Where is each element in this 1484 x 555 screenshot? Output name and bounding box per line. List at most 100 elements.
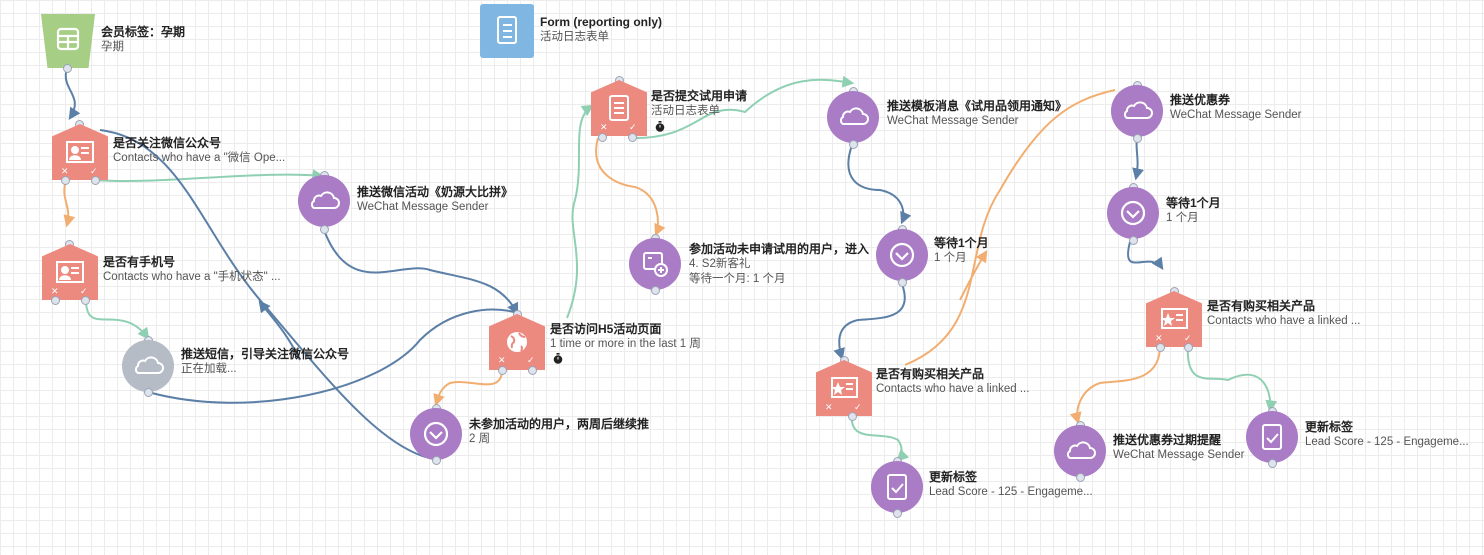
yes-port[interactable]: [528, 366, 537, 375]
node-subtitle: 2 周: [469, 433, 491, 445]
no-port[interactable]: [1156, 343, 1165, 352]
output-port[interactable]: [898, 278, 907, 287]
edge-member-to-follow: [64, 67, 81, 121]
form-icon: ✕ ✓: [591, 80, 647, 136]
node-label: 是否提交试用申请 活动日志表单: [651, 89, 747, 119]
checklist-icon: [871, 461, 923, 513]
svg-text:✓: ✓: [527, 356, 535, 366]
output-port[interactable]: [849, 140, 858, 149]
svg-text:✕: ✕: [498, 356, 506, 366]
svg-text:✓: ✓: [629, 123, 637, 133]
edge-phone-yes-to-sms: [84, 297, 150, 340]
no-port[interactable]: [848, 412, 857, 421]
flow-add-icon: [629, 238, 681, 290]
yes-port[interactable]: [628, 133, 637, 142]
node-label: 等待1个月 1 个月: [934, 236, 989, 266]
no-port[interactable]: [598, 133, 607, 142]
edge-follow-to-wait2w: [99, 129, 435, 460]
output-port[interactable]: [1129, 236, 1138, 245]
node-label: 等待1个月 1 个月: [1166, 196, 1221, 226]
node-subtitle: WeChat Message Sender: [1170, 109, 1302, 121]
node-title: 会员标签：孕期: [101, 25, 186, 39]
no-port[interactable]: [61, 176, 70, 185]
node-label: 推送短信，引导关注微信公众号 正在加载...: [181, 347, 349, 377]
cloud-icon: [827, 91, 879, 143]
node-subtitle: Contacts who have a linked ...: [876, 383, 1030, 395]
node-subtitle: Lead Score - 125 - Engageme...: [929, 486, 1093, 498]
edge-wait1m-to-bought: [833, 283, 906, 361]
output-port[interactable]: [893, 509, 902, 518]
output-port[interactable]: [432, 456, 441, 465]
globe-icon: ✕ ✓: [489, 314, 545, 370]
node-subtitle: Contacts who have a "微信 Ope...: [113, 152, 286, 164]
node-label: 推送优惠券过期提醒 WeChat Message Sender: [1113, 433, 1244, 463]
node-subtitle: Contacts who have a linked ...: [1207, 315, 1361, 327]
database-icon: [41, 14, 95, 68]
node-label: 会员标签：孕期 孕期: [101, 25, 185, 55]
edge-wait1m-to-bought-b: [1127, 241, 1164, 270]
no-mark: ✕: [61, 166, 69, 176]
cloud-icon: [1111, 85, 1163, 137]
yes-mark: ✓: [90, 166, 98, 176]
edge-h5-yes-to-trial: [566, 104, 595, 319]
output-port[interactable]: [1076, 473, 1085, 482]
node-subtitle: 4. S2新客礼: [689, 258, 751, 270]
node-title: 更新标签: [1305, 420, 1354, 434]
node-subtitle: WeChat Message Sender: [357, 201, 489, 213]
node-title: 推送微信活动《奶源大比拼》: [357, 185, 514, 199]
node-title: 是否有手机号: [103, 255, 176, 269]
clock-icon: [1107, 187, 1159, 239]
output-port[interactable]: [63, 64, 72, 73]
edge-coupon-to-wait1m: [1132, 137, 1144, 181]
node-label: 推送优惠券 WeChat Message Sender: [1170, 93, 1301, 123]
node-subtitle: 活动日志表单: [651, 105, 720, 117]
svg-text:✕: ✕: [825, 403, 833, 413]
output-port[interactable]: [144, 388, 153, 397]
stopwatch-icon: [553, 353, 563, 364]
node-label: 是否有购买相关产品 Contacts who have a linked ...: [876, 367, 1029, 397]
node-title: 是否有购买相关产品: [876, 367, 985, 381]
node-subtitle: WeChat Message Sender: [887, 115, 1019, 127]
node-subtitle: Contacts who have a "手机状态" ...: [103, 271, 281, 283]
node-label: 推送微信活动《奶源大比拼》 WeChat Message Sender: [357, 185, 513, 215]
node-label: 推送模板消息《试用品领用通知》 WeChat Message Sender: [887, 99, 1067, 129]
cloud-icon: [1054, 425, 1106, 477]
form-icon: [480, 4, 534, 58]
node-title: 是否关注微信公众号: [113, 136, 222, 150]
node-title: 未参加活动的用户，两周后继续推: [469, 417, 650, 431]
output-port[interactable]: [1133, 134, 1142, 143]
cloud-icon: [122, 340, 174, 392]
node-label: 是否关注微信公众号 Contacts who have a "微信 Ope...: [113, 136, 285, 166]
edge-bought-no-arrow: [959, 249, 988, 301]
node-subtitle: WeChat Message Sender: [1113, 449, 1245, 461]
node-subtitle: 1 个月: [1166, 212, 1199, 224]
edge-template-to-wait1m: [847, 144, 912, 225]
yes-port[interactable]: [81, 296, 90, 305]
star-card-icon: ✕ ✓: [1146, 291, 1202, 347]
no-mark: ✕: [51, 286, 59, 296]
edge-wait2w-arrow: [258, 300, 301, 361]
node-label: 未参加活动的用户，两周后继续推 2 周: [469, 417, 649, 447]
output-port[interactable]: [320, 225, 329, 234]
output-port[interactable]: [1268, 459, 1277, 468]
node-label: 参加活动未申请试用的用户，进入 4. S2新客礼 等待一个月: 1 个月: [689, 242, 869, 287]
node-title: 推送优惠券过期提醒: [1113, 433, 1222, 447]
output-port[interactable]: [651, 286, 660, 295]
yes-port[interactable]: [1184, 343, 1193, 352]
node-title: 是否提交试用申请: [651, 89, 748, 103]
no-port[interactable]: [51, 296, 60, 305]
stopwatch-icon: [655, 121, 665, 132]
edge-bought-yes-to-update: [850, 411, 910, 462]
node-title: 参加活动未申请试用的用户，进入: [689, 242, 870, 256]
checklist-icon: [1246, 411, 1298, 463]
yes-port[interactable]: [91, 176, 100, 185]
no-port[interactable]: [498, 366, 507, 375]
node-title: 推送短信，引导关注微信公众号: [181, 347, 350, 361]
edge-h5-no-to-wait2w: [433, 371, 503, 407]
node-label: 是否有购买相关产品 Contacts who have a linked ...: [1207, 299, 1360, 329]
svg-text:✓: ✓: [1184, 334, 1192, 344]
clock-icon: [876, 229, 928, 281]
node-subtitle: 孕期: [101, 41, 124, 53]
